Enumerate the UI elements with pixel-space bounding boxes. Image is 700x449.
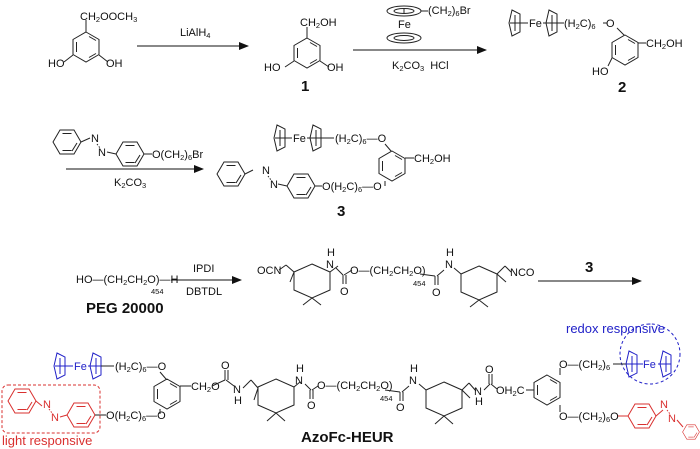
svg-text:H: H (327, 247, 335, 259)
svg-text:Fe: Fe (529, 18, 542, 30)
light-responsive-label: light responsive (2, 433, 92, 448)
redox-responsive-circle (619, 323, 681, 385)
light-responsive-box (1, 384, 101, 434)
svg-text:454: 454 (380, 394, 393, 403)
left-ferrocene: Fe (53, 352, 102, 380)
starting-material: CH2OOCH3 HO OH (48, 11, 137, 70)
svg-text:HO: HO (264, 62, 281, 74)
arrow-step-1: LiAlH4 (137, 27, 249, 50)
compound-number-3: 3 (337, 203, 345, 220)
compound-1: CH2OH HO OH 1 (264, 17, 344, 95)
redox-responsive-label: redox responsive (566, 321, 665, 336)
svg-text:CH2OH: CH2OH (646, 38, 683, 51)
svg-text:O—(CH2)6: O—(CH2)6 (559, 359, 610, 372)
svg-text:OCN: OCN (257, 265, 282, 277)
svg-text:O: O (396, 402, 405, 414)
svg-text:O—(CH2CH2O): O—(CH2CH2O) (317, 380, 393, 393)
product-label: AzoFc-HEUR (301, 429, 394, 446)
compound-3: N N O(H2C)6—O Fe (H2C)6—O CH2OH 3 (216, 124, 451, 220)
hydroxyl-label: HO (48, 58, 65, 70)
arrow-step-5: 3 (538, 259, 642, 285)
svg-text:Fe: Fe (643, 359, 656, 371)
reagent-compound-3: 3 (585, 259, 593, 276)
svg-text:(H2C)6—O: (H2C)6—O (115, 361, 167, 374)
compound-2: Fe (H2C)6 O CH2OH HO 2 (508, 9, 683, 96)
svg-text:O: O (606, 18, 615, 30)
svg-text:N: N (326, 259, 334, 271)
arrow-step-3: K2CO3 (66, 165, 204, 190)
svg-text:N: N (409, 375, 417, 387)
svg-text:CH2OH: CH2OH (300, 17, 337, 30)
svg-text:N: N (91, 133, 99, 145)
svg-text:O—(CH2)6O: O—(CH2)6O (559, 411, 619, 424)
svg-text:N: N (51, 412, 59, 424)
svg-text:O—(CH2CH2O): O—(CH2CH2O) (350, 265, 426, 278)
svg-text:(H2C)6: (H2C)6 (564, 18, 596, 31)
svg-text:H: H (296, 363, 304, 375)
svg-text:OH: OH (327, 62, 344, 74)
svg-text:O(H2C)6—O: O(H2C)6—O (106, 410, 166, 423)
right-azobenzene: N N (627, 399, 700, 440)
reagent-lialh4: LiAlH4 (180, 27, 210, 40)
svg-text:H: H (410, 363, 418, 375)
svg-text:N: N (43, 399, 51, 411)
svg-text:N: N (262, 165, 270, 177)
svg-text:O(CH2)6Br: O(CH2)6Br (152, 149, 203, 162)
azo-reagent: N N O(CH2)6Br (52, 129, 203, 167)
svg-text:(H2C)6—O: (H2C)6—O (335, 133, 387, 146)
svg-text:N: N (98, 147, 106, 159)
svg-text:N: N (474, 386, 482, 398)
svg-text:N: N (668, 413, 676, 425)
svg-text:454: 454 (151, 287, 164, 296)
svg-text:N: N (660, 399, 668, 411)
sm-substituent: CH2OOCH3 (80, 11, 137, 24)
reagent-ipdi: IPDI (193, 263, 214, 275)
svg-text:O: O (307, 400, 316, 412)
svg-text:N: N (270, 179, 278, 191)
peg-label: PEG 20000 (86, 300, 164, 317)
compound-number-2: 2 (618, 79, 626, 96)
svg-text:H: H (475, 396, 483, 408)
svg-text:O(H2C)6—O: O(H2C)6—O (322, 181, 382, 194)
svg-text:454: 454 (413, 279, 426, 288)
svg-text:N: N (233, 384, 241, 396)
svg-text:N: N (295, 375, 303, 387)
svg-text:CH2O: CH2O (191, 381, 220, 394)
svg-text:Fe: Fe (398, 19, 411, 31)
svg-text:H: H (446, 247, 454, 259)
hydroxyl-label: OH (106, 58, 123, 70)
svg-text:O: O (221, 360, 230, 372)
ferrocene-reagent: Fe (CH2)6Br (386, 5, 471, 44)
svg-text:O: O (485, 364, 494, 376)
svg-text:CH2OH: CH2OH (414, 153, 451, 166)
svg-text:Fe: Fe (74, 361, 87, 373)
reagent-k2co3: K2CO3 (114, 177, 146, 190)
svg-text:HO: HO (592, 66, 609, 78)
arrow-step-4: IPDI DBTDL (171, 263, 242, 298)
azofc-heur: Fe (H2C)6—O CH2O N N O(H2C)6—O light res… (1, 321, 700, 448)
svg-text:N: N (445, 259, 453, 271)
svg-text:NCO: NCO (510, 267, 535, 279)
reagent-dbtdl: DBTDL (186, 286, 222, 298)
prepolymer: OCN H N O O—(CH2CH2O) 454 O H N NCO (257, 247, 535, 308)
light-responsive-group: N N (1, 384, 101, 434)
svg-text:OH2C: OH2C (496, 385, 525, 398)
peg-20000: HO—(CH2CH2O)—H 454 PEG 20000 (76, 274, 179, 317)
svg-text:HO—(CH2CH2O)—H: HO—(CH2CH2O)—H (76, 274, 179, 287)
svg-text:Fe: Fe (293, 133, 306, 145)
compound-number-1: 1 (301, 78, 309, 95)
redox-responsive-group: Fe redox responsive (566, 321, 681, 385)
svg-text:H: H (234, 395, 242, 407)
svg-text:O: O (340, 286, 349, 298)
svg-text:O: O (432, 287, 441, 299)
svg-text:(CH2)6Br: (CH2)6Br (428, 5, 471, 18)
